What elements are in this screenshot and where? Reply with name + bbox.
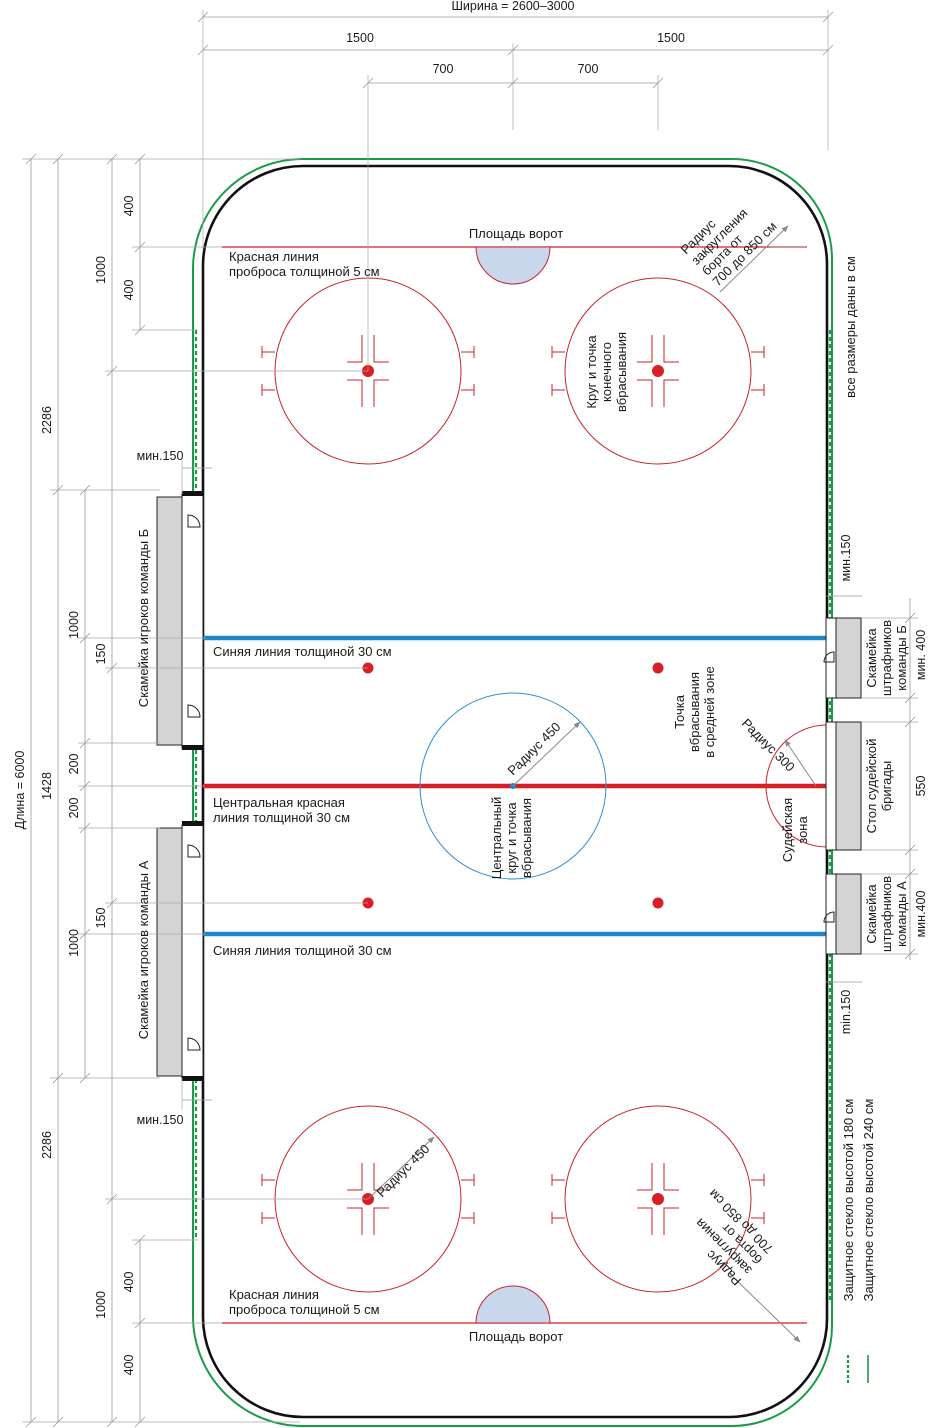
- center-radius-label: Радиус 450: [505, 719, 564, 778]
- center-200-a-label: 200: [67, 754, 81, 775]
- all-dims-label: все размеры даны в см: [843, 256, 858, 398]
- blue-line-bottom-label: Синяя линия толщиной 30 см: [213, 943, 392, 958]
- bench-a-150-label: 150: [94, 908, 108, 929]
- penalty-box-a: [823, 873, 862, 955]
- penalty-a-label: Скамейка штрафников команды А: [864, 876, 909, 952]
- goal-line-bottom-label-1: Красная линия: [229, 1287, 319, 1302]
- svg-text:Круг и точка: Круг и точка: [584, 335, 599, 409]
- center-line-label-1: Центральная красная: [213, 795, 345, 810]
- officials-table: [825, 721, 862, 851]
- legend-glass-180-label: Защитное стекло высотой 180 см: [841, 1099, 856, 1302]
- corner-radius-arrow-top: [719, 225, 789, 293]
- bench-b-length-label: 1000: [67, 611, 81, 639]
- corner-radius-arrow-bottom: [729, 1273, 801, 1343]
- center-200-b-label: 200: [67, 798, 81, 819]
- dimension-lines: [22, 10, 918, 1428]
- penalty-box-b: [823, 617, 862, 699]
- goal-line-top-label-2: проброса толщиной 5 см: [229, 264, 380, 279]
- goal-line-top-dist-label: 1000: [94, 256, 108, 284]
- legend-glass-240-label: Защитное стекло высотой 240 см: [861, 1099, 876, 1302]
- min150-right-bottom-label: min.150: [839, 990, 853, 1035]
- corner-radius-label-top: Радиус закругления борта от 700 до 850 с…: [678, 205, 780, 289]
- svg-text:конечного: конечного: [599, 342, 614, 402]
- svg-text:Стол судейской: Стол судейской: [864, 739, 879, 834]
- official-550-label: 550: [914, 776, 928, 797]
- svg-text:команды А: команды А: [894, 881, 909, 947]
- svg-text:Судейская: Судейская: [780, 798, 795, 862]
- neutral-spot-bottom-right: [652, 897, 664, 909]
- svg-text:в средней зоне: в средней зоне: [702, 666, 717, 758]
- min150-top-left-label: мин.150: [137, 449, 184, 463]
- neutral-spot-top-right: [652, 662, 664, 674]
- bench-a-length-label: 1000: [67, 929, 81, 957]
- goal-crease-top-label: Площадь ворот: [469, 226, 563, 241]
- min150-bottom-left-label: мин.150: [137, 1113, 184, 1127]
- bench-b-150-label: 150: [94, 644, 108, 665]
- svg-text:вбрасывания: вбрасывания: [687, 672, 702, 752]
- faceoff-spot: [652, 1193, 664, 1205]
- referee-crease: [765, 724, 828, 848]
- glass-240-outline: [192, 158, 833, 1427]
- team-a-bench: [156, 821, 204, 1081]
- svg-text:Точка: Точка: [672, 694, 687, 729]
- svg-text:Скамейка: Скамейка: [864, 884, 879, 944]
- faceoff-circle-top-right: [551, 277, 765, 465]
- center-circle: [419, 692, 607, 880]
- zone-bottom-label: 2286: [40, 1131, 54, 1159]
- faceoff-spot: [652, 365, 664, 377]
- goal-line-top-label-1: Красная линия: [229, 249, 319, 264]
- goal-line-bottom-dist-label: 1000: [94, 1291, 108, 1319]
- penalty-b-label: Скамейка штрафников команды Б: [864, 620, 909, 696]
- neutral-spot-label: Точка вбрасывания в средней зоне: [672, 666, 717, 758]
- center-line-label-2: линия толщиной 30 см: [213, 810, 350, 825]
- labels: Ширина = 2600–3000 1500 1500 700 700 Дли…: [13, 0, 928, 1383]
- penalty-b-min400-label: мин. 400: [914, 630, 928, 680]
- team-b-bench: [156, 491, 204, 750]
- bench-team-b-label: Скамейка игроков команды Б: [136, 529, 151, 707]
- zone-top-label: 2286: [40, 406, 54, 434]
- goal-line-bottom-400b-label: 400: [122, 1355, 136, 1376]
- end-faceoff-label: Круг и точка конечного вбрасывания: [584, 332, 629, 412]
- width-total-label: Ширина = 2600–3000: [451, 0, 574, 13]
- svg-text:команды Б: команды Б: [894, 625, 909, 690]
- faceoff-circle-bottom-right: [551, 1105, 765, 1293]
- faceoff-offset-right-label: 700: [578, 62, 599, 76]
- goal-line-top-400a-label: 400: [122, 196, 136, 217]
- center-circle-label: Центральный круг и точка вбрасывания: [489, 797, 534, 880]
- referee-radius-arrow: [784, 739, 817, 787]
- referee-zone-label: Судейская зона: [780, 798, 810, 862]
- goal-line-bottom-label-2: проброса толщиной 5 см: [229, 1302, 380, 1317]
- referee-radius-label: Радиус 300: [739, 716, 798, 775]
- goal-line-bottom-400a-label: 400: [122, 1272, 136, 1293]
- faceoff-offset-left-label: 700: [433, 62, 454, 76]
- center-radius-arrow: [512, 721, 581, 787]
- length-total-label: Длина = 6000: [13, 751, 27, 830]
- end-radius-label: Радиус 450: [374, 1141, 433, 1200]
- svg-text:вбрасывания: вбрасывания: [614, 332, 629, 412]
- officials-label: Стол судейской бригады: [864, 739, 894, 834]
- svg-text:штрафников: штрафников: [879, 620, 894, 696]
- svg-text:Скамейка: Скамейка: [864, 628, 879, 688]
- goal-crease-bottom: [475, 1285, 551, 1324]
- half-width-right-label: 1500: [657, 31, 685, 45]
- svg-text:штрафников: штрафников: [879, 876, 894, 952]
- blue-line-top-label: Синяя линия толщиной 30 см: [213, 644, 392, 659]
- goal-crease-bottom-label: Площадь ворот: [469, 1329, 563, 1344]
- min150-right-top-label: мин.150: [839, 535, 853, 582]
- svg-text:Центральный: Центральный: [489, 797, 504, 880]
- goal-crease-top: [475, 246, 551, 285]
- zone-mid-label: 1428: [40, 772, 54, 800]
- half-width-left-label: 1500: [346, 31, 374, 45]
- corner-radius-label-bottom: Радиус закругления борта от 700 до 850 с…: [692, 1186, 776, 1288]
- svg-text:круг и точка: круг и точка: [504, 802, 519, 874]
- rink-boards: [201, 164, 829, 1419]
- svg-text:зона: зона: [795, 816, 810, 844]
- svg-text:вбрасывания: вбрасывания: [519, 798, 534, 878]
- svg-text:бригады: бригады: [879, 761, 894, 812]
- end-radius-arrow: [367, 1136, 435, 1200]
- goal-line-top-400b-label: 400: [122, 280, 136, 301]
- penalty-a-min400-label: мин.400: [914, 891, 928, 938]
- bench-team-a-label: Скамейка игроков команды А: [136, 860, 151, 1039]
